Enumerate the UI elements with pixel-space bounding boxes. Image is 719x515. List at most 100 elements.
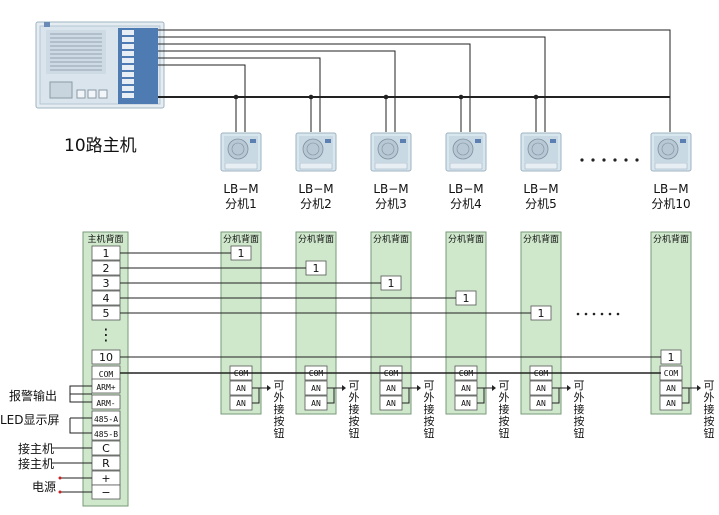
extension-model: LB−M bbox=[523, 182, 559, 196]
led-display-label: LED显示屏 bbox=[0, 413, 60, 427]
speaker-icon bbox=[527, 138, 549, 160]
host-terminal-label: 485-A bbox=[94, 415, 118, 424]
speaker-icon bbox=[657, 138, 679, 160]
extension-terminal-label: AN bbox=[236, 384, 246, 393]
extension-line-label: 1 bbox=[538, 307, 545, 320]
external-button-wire bbox=[682, 387, 697, 404]
host-terminal-label: ⋮ bbox=[98, 325, 114, 344]
extension-terminal-label: COM bbox=[664, 369, 679, 378]
extension-line-label: 1 bbox=[388, 277, 395, 290]
extension-device-image bbox=[650, 132, 692, 172]
extension-model: LB−M bbox=[298, 182, 334, 196]
extension-terminal-label: AN bbox=[536, 384, 546, 393]
extension-panel-title: 分机背面 bbox=[298, 233, 334, 245]
host-terminal-label: ARM+ bbox=[96, 383, 115, 392]
power-marks bbox=[58, 476, 62, 494]
host-terminal-label: − bbox=[101, 486, 110, 499]
alarm-output-label: 报警输出 bbox=[9, 389, 58, 403]
extension-name: 分机4 bbox=[450, 197, 482, 211]
extension-terminal-label: AN bbox=[311, 384, 321, 393]
extension-terminal-label: AN bbox=[666, 384, 676, 393]
host-terminal-label: 3 bbox=[103, 277, 110, 290]
ellipsis-dots-middle bbox=[576, 312, 620, 316]
extension-terminal-label: AN bbox=[386, 384, 396, 393]
speaker-icon bbox=[302, 138, 324, 160]
host-terminal-label: 4 bbox=[103, 292, 110, 305]
extension-terminal-label: AN bbox=[461, 384, 471, 393]
extension-name: 分机5 bbox=[525, 197, 557, 211]
extension-name: 分机10 bbox=[651, 197, 691, 211]
host-terminal-label: 1 bbox=[103, 247, 110, 260]
host-terminal-label: 485-B bbox=[94, 430, 118, 439]
host-channel-buttons bbox=[118, 28, 158, 104]
external-button-label: 可外接按钮 bbox=[423, 379, 435, 440]
host-terminal-label: C bbox=[102, 442, 110, 455]
extension-panel-title: 分机背面 bbox=[223, 233, 259, 245]
speaker-icon bbox=[377, 138, 399, 160]
extension-terminal-label: AN bbox=[536, 399, 546, 408]
external-button-wire bbox=[252, 387, 267, 404]
speaker-icon bbox=[452, 138, 474, 160]
extension-line-label: 1 bbox=[238, 247, 245, 260]
host-panel-title: 主机背面 bbox=[87, 233, 123, 245]
host-terminal-label: ARM- bbox=[96, 399, 115, 408]
connect-host-r-label: 接主机 bbox=[18, 457, 55, 471]
host-terminal-label: 10 bbox=[99, 351, 113, 364]
host-terminal-label: 5 bbox=[103, 307, 110, 320]
speaker-grille-icon bbox=[46, 30, 106, 74]
extension-model: LB−M bbox=[448, 182, 484, 196]
extension-model: LB−M bbox=[653, 182, 689, 196]
extension-name: 分机1 bbox=[225, 197, 257, 211]
external-button-label: 可外接按钮 bbox=[703, 379, 715, 440]
extension-device-image bbox=[220, 132, 262, 172]
extension-devices bbox=[220, 132, 692, 172]
host-caption: 10路主机 bbox=[64, 136, 137, 156]
power-label: 电源 bbox=[32, 480, 57, 494]
extension-terminal-label: AN bbox=[311, 399, 321, 408]
external-button-label: 可外接按钮 bbox=[348, 379, 360, 440]
host-terminal-label: + bbox=[101, 472, 110, 485]
external-button-wire bbox=[552, 387, 567, 404]
line-wiring bbox=[120, 252, 661, 374]
extension-panel-title: 分机背面 bbox=[653, 233, 689, 245]
external-button-wire bbox=[327, 387, 342, 404]
extension-model: LB−M bbox=[223, 182, 259, 196]
external-button-wire bbox=[477, 387, 492, 404]
extension-terminal-label: AN bbox=[386, 399, 396, 408]
extension-line-label: 1 bbox=[463, 292, 470, 305]
extension-line-label: 1 bbox=[313, 262, 320, 275]
host-terminal-label: 2 bbox=[103, 262, 110, 275]
extension-panel-title: 分机背面 bbox=[373, 233, 409, 245]
ellipsis-dots-top bbox=[580, 158, 639, 162]
host-device-image bbox=[35, 21, 165, 109]
extension-device-image bbox=[520, 132, 562, 172]
connect-host-c-label: 接主机 bbox=[18, 442, 55, 456]
extension-name: 分机3 bbox=[375, 197, 407, 211]
external-button-label: 可外接按钮 bbox=[573, 379, 585, 440]
ellipsis-text: …… bbox=[578, 150, 580, 151]
speaker-icon bbox=[227, 138, 249, 160]
left-connectors bbox=[52, 385, 92, 493]
external-button-label: 可外接按钮 bbox=[273, 379, 285, 440]
extension-name: 分机2 bbox=[300, 197, 332, 211]
extension-panel-title: 分机背面 bbox=[523, 233, 559, 245]
top-wiring bbox=[158, 29, 671, 132]
extension-terminal-label: AN bbox=[461, 399, 471, 408]
host-terminal-label: COM bbox=[99, 370, 114, 379]
external-button-wire bbox=[402, 387, 417, 404]
bus-drops bbox=[235, 97, 537, 132]
extension-panel-title: 分机背面 bbox=[448, 233, 484, 245]
extension-terminal-label: AN bbox=[236, 399, 246, 408]
extension-model: LB−M bbox=[373, 182, 409, 196]
extension-device-image bbox=[295, 132, 337, 172]
extension-device-image bbox=[370, 132, 412, 172]
bus-junctions bbox=[233, 94, 539, 100]
